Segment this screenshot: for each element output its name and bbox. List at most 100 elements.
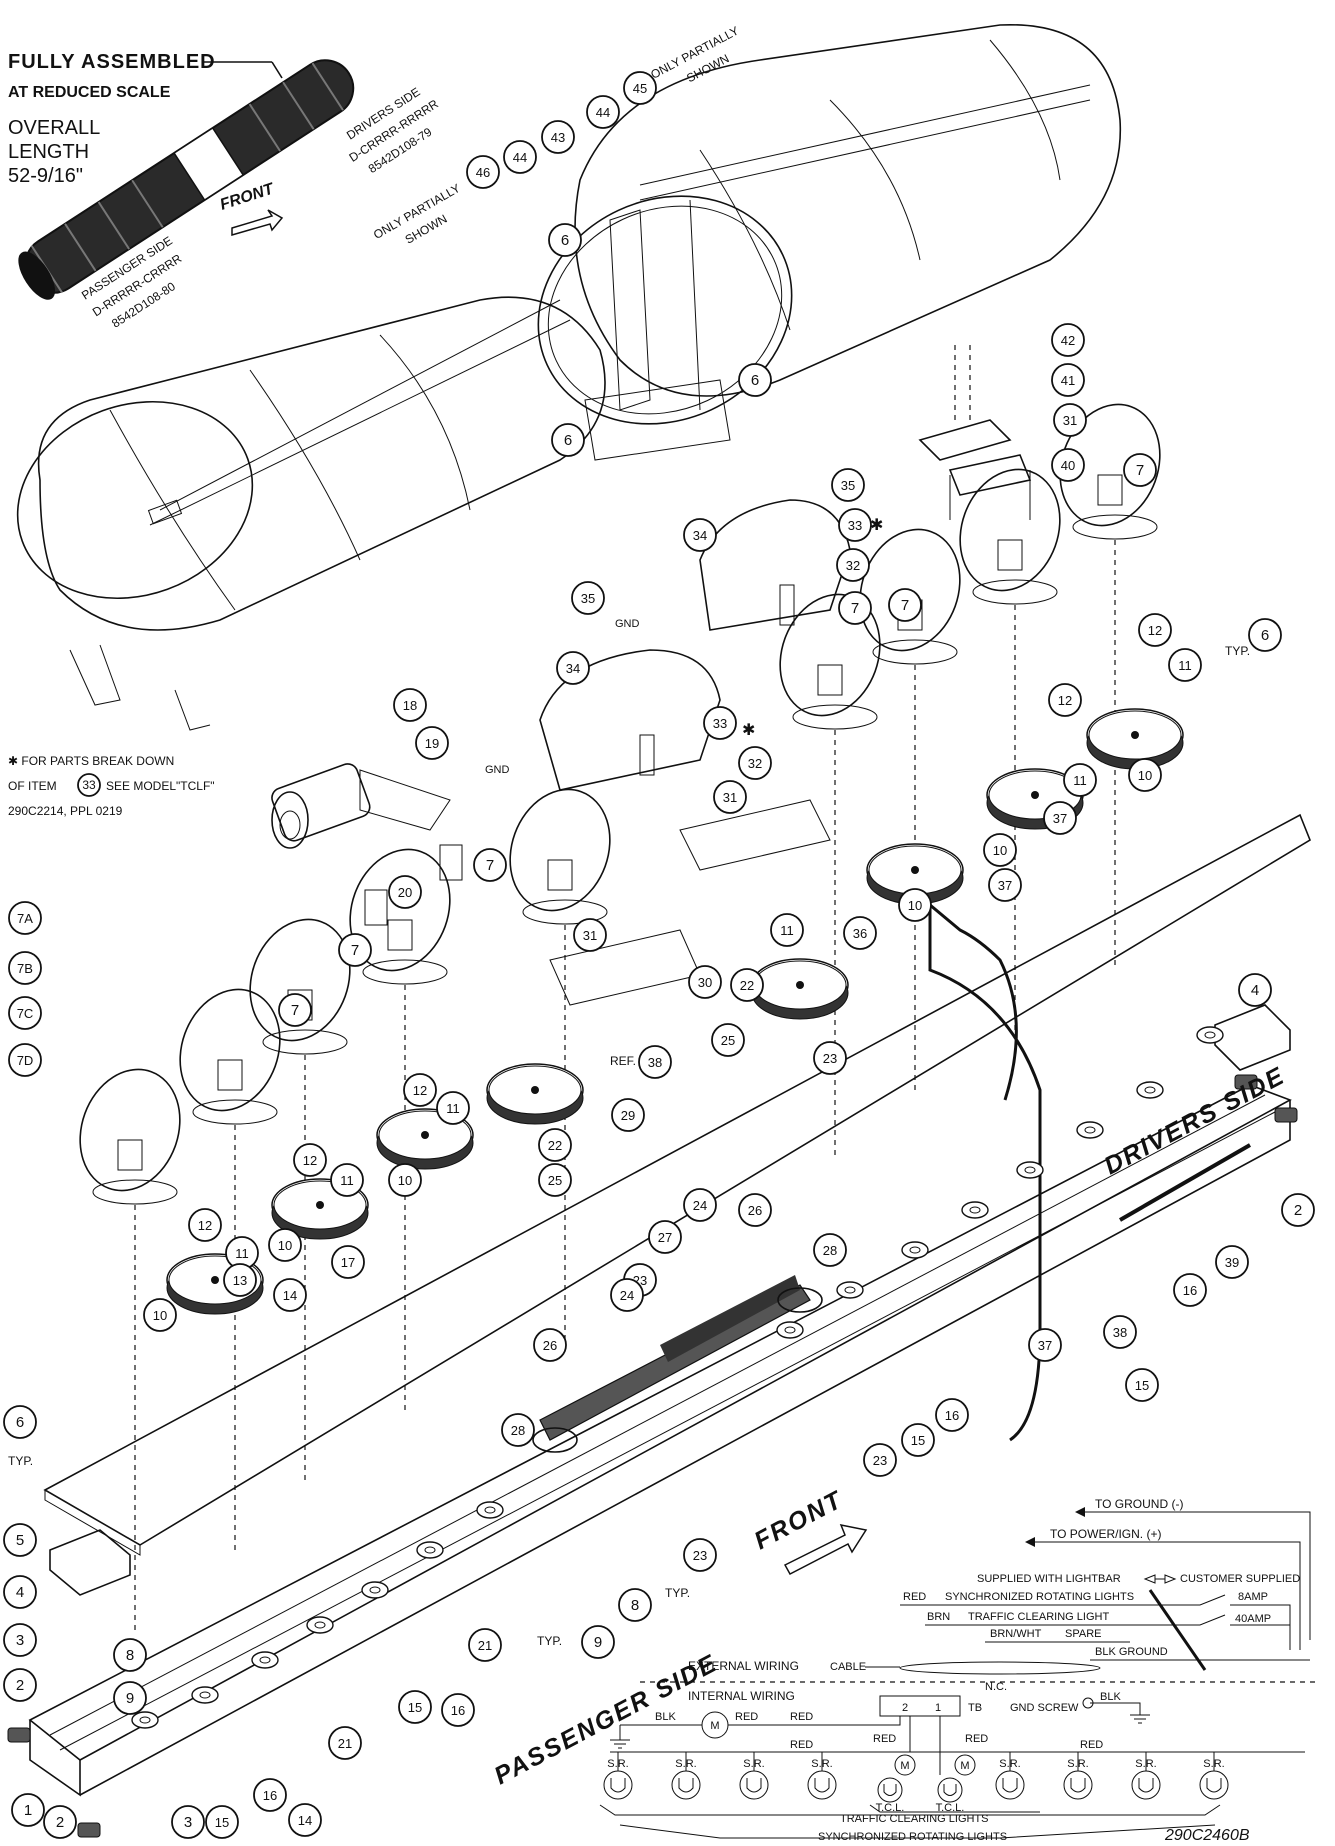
gnd-screw-label: GND SCREW xyxy=(1010,1702,1079,1714)
callout-3: 3 xyxy=(171,1805,205,1839)
svg-text:10: 10 xyxy=(278,1238,292,1253)
svg-text:7: 7 xyxy=(851,600,859,617)
svg-text:10: 10 xyxy=(398,1173,412,1188)
nut xyxy=(416,1541,444,1559)
callout-7a: 7A xyxy=(8,901,42,935)
svg-text:7: 7 xyxy=(486,857,494,874)
callout-38: 38 xyxy=(638,1045,672,1079)
callout-10: 10 xyxy=(1128,758,1162,792)
nut xyxy=(901,1241,929,1259)
motor-assembly xyxy=(271,763,463,926)
svg-text:5: 5 xyxy=(16,1532,24,1549)
svg-text:9: 9 xyxy=(594,1634,602,1651)
callout-4: 4 xyxy=(1238,973,1272,1007)
nut xyxy=(131,1711,159,1729)
sr-lamp-symbol: S.R. xyxy=(603,1752,633,1800)
svg-text:22: 22 xyxy=(548,1138,562,1153)
svg-text:18: 18 xyxy=(403,698,417,713)
footnote-line2a: OF ITEM xyxy=(8,779,57,793)
gnd-label-lower: GND xyxy=(485,764,510,776)
svg-text:8: 8 xyxy=(631,1597,639,1614)
svg-text:6: 6 xyxy=(16,1414,24,1431)
end-screws xyxy=(7,1074,1298,1838)
callout-44: 44 xyxy=(503,140,537,174)
drive-belt xyxy=(532,1275,823,1453)
gear xyxy=(486,1063,584,1125)
callout-11: 11 xyxy=(330,1163,364,1197)
wiring-red-motor: RED xyxy=(735,1711,758,1723)
svg-text:12: 12 xyxy=(198,1218,212,1233)
callout-23: 23 xyxy=(813,1041,847,1075)
callout-10: 10 xyxy=(143,1298,177,1332)
base-plate xyxy=(43,813,1311,1556)
wiring-red: RED xyxy=(903,1591,926,1603)
gnd-label-upper: GND xyxy=(615,618,640,630)
tcl-motor-left: M xyxy=(900,1760,909,1772)
svg-text:33: 33 xyxy=(713,716,727,731)
reflector-unit xyxy=(349,848,451,1410)
sr-lamp-symbol: S.R. xyxy=(1063,1752,1093,1800)
svg-text:11: 11 xyxy=(446,1101,460,1116)
inset-overall: OVERALL xyxy=(8,117,100,139)
lamp-symbols: S.R.S.R.S.R.S.R.S.R.S.R.S.R.S.R.T.C.L.T.… xyxy=(603,1752,1229,1814)
svg-text:28: 28 xyxy=(823,1243,837,1258)
svg-text:10: 10 xyxy=(908,898,922,913)
wiring-red-tcl-left: RED xyxy=(873,1733,896,1745)
star-mark-lower: ✱ xyxy=(742,722,755,739)
callout-19: 19 xyxy=(415,726,449,760)
svg-text:2: 2 xyxy=(56,1814,64,1831)
tb-terminal-1: 1 xyxy=(935,1702,941,1714)
sync-rotating-lights-label: SYNCHRONIZED ROTATING LIGHTS xyxy=(818,1831,1007,1843)
svg-text:7: 7 xyxy=(291,1002,299,1019)
sr-lamp-symbol: S.R. xyxy=(995,1752,1025,1800)
svg-text:12: 12 xyxy=(1148,623,1162,638)
drivers-side-label: DRIVERS SIDE xyxy=(1100,1061,1290,1180)
svg-text:7: 7 xyxy=(901,597,909,614)
footnote-line2b: SEE MODEL"TCLF" xyxy=(106,779,215,793)
callout-4: 4 xyxy=(3,1575,37,1609)
svg-text:25: 25 xyxy=(721,1033,735,1048)
nut-stacks xyxy=(131,1026,1224,1729)
gear xyxy=(986,768,1084,830)
callout-16: 16 xyxy=(253,1778,287,1812)
callout-32: 32 xyxy=(738,746,772,780)
callout-9: 9 xyxy=(581,1625,615,1659)
wiring-blk-ground: BLK GROUND xyxy=(1095,1646,1168,1658)
svg-text:7: 7 xyxy=(351,942,359,959)
callout-27: 27 xyxy=(648,1220,682,1254)
callout-8: 8 xyxy=(113,1638,147,1672)
svg-text:15: 15 xyxy=(408,1700,422,1715)
svg-text:31: 31 xyxy=(723,790,737,805)
callout-7: 7 xyxy=(888,588,922,622)
nut xyxy=(191,1686,219,1704)
callout-10: 10 xyxy=(268,1228,302,1262)
wiring-to-power: TO POWER/IGN. (+) xyxy=(1050,1527,1161,1541)
wiring-external: EXTERNAL WIRING xyxy=(688,1659,799,1673)
callout-45: 45 xyxy=(623,71,657,105)
wiring-blk-left: BLK xyxy=(655,1711,676,1723)
dome-right: ONLY PARTIALLY SHOWN xyxy=(537,24,1122,461)
nut xyxy=(1196,1026,1224,1044)
callout-31: 31 xyxy=(1053,403,1087,437)
svg-text:23: 23 xyxy=(823,1051,837,1066)
svg-text:16: 16 xyxy=(1183,1283,1197,1298)
wiring-nc: N.C. xyxy=(985,1681,1007,1693)
callout-9: 9 xyxy=(113,1681,147,1715)
callout-24: 24 xyxy=(683,1188,717,1222)
callout-44: 44 xyxy=(586,95,620,129)
svg-text:11: 11 xyxy=(1178,658,1192,673)
callout-6: 6 xyxy=(548,223,582,257)
svg-text:9: 9 xyxy=(126,1690,134,1707)
callout-14: 14 xyxy=(288,1803,322,1837)
callout-bubbles: 1222334456666677777788991010101010101111… xyxy=(3,71,1315,1839)
svg-text:29: 29 xyxy=(621,1108,635,1123)
wiring-red-tcl-right: RED xyxy=(965,1733,988,1745)
wiring-8amp: 8AMP xyxy=(1238,1591,1268,1603)
inset-title: FULLY ASSEMBLED xyxy=(8,51,216,73)
svg-text:7D: 7D xyxy=(17,1053,34,1068)
svg-text:15: 15 xyxy=(1135,1378,1149,1393)
wiring-blk-right: BLK xyxy=(1100,1691,1121,1703)
svg-text:7A: 7A xyxy=(17,911,33,926)
callout-10: 10 xyxy=(898,888,932,922)
callout-31: 31 xyxy=(713,780,747,814)
